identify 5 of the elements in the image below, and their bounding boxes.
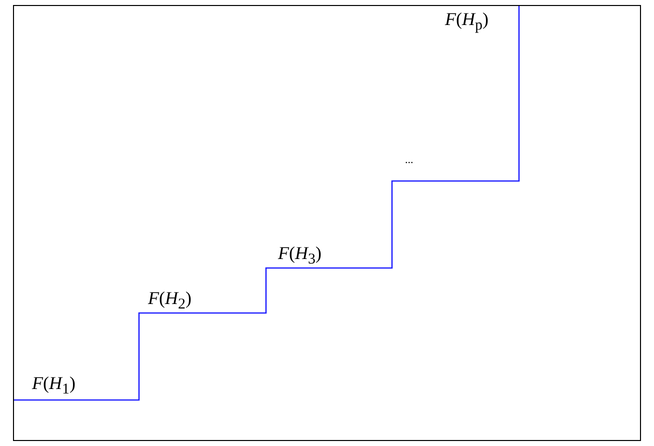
- ellipsis: ...: [405, 154, 414, 166]
- step-label: F(H$_{p}$): [445, 9, 488, 36]
- step-label: F(H$_{2}$): [148, 288, 192, 315]
- step-label: F(H$_{3}$): [278, 243, 322, 270]
- step-label: F(H$_{1}$): [32, 373, 76, 400]
